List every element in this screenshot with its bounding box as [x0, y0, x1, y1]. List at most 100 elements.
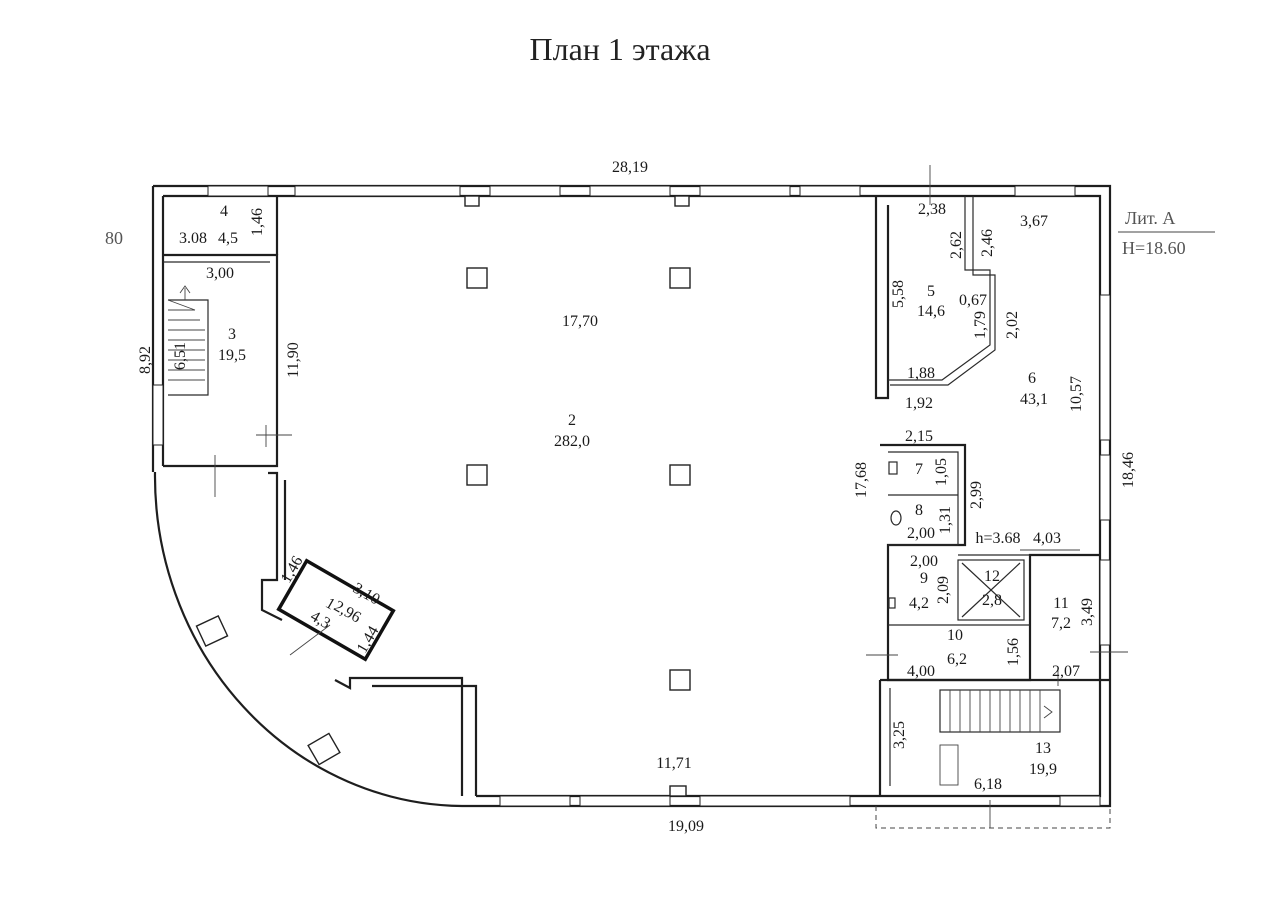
top-windows — [152, 185, 1111, 807]
curved-facade — [153, 471, 463, 808]
room-3-4-block — [163, 196, 292, 497]
dim-r4-h: 1,46 — [249, 208, 266, 236]
plan-title: План 1 этажа — [529, 31, 710, 67]
dim-r11-bottom: 2,07 — [1052, 663, 1080, 680]
dim-r8-h: 1,31 — [937, 506, 954, 534]
dim-r1-b: 3,10 — [350, 580, 383, 609]
height-label: Н=18.60 — [1122, 238, 1186, 258]
room-number: 3 — [228, 326, 236, 343]
column — [669, 785, 687, 797]
hall-walls — [260, 196, 996, 796]
dim-r5-c: 0,67 — [959, 292, 987, 309]
dim-hall-bottom: 11,71 — [656, 755, 691, 772]
room-number: 6 — [1028, 370, 1036, 387]
room-labels: 4 4,5 3 19,5 2 282,0 1 4,3 5 14,6 6 43,1… — [218, 203, 1071, 778]
room-5-wall — [874, 196, 890, 400]
dim-hall-width: 17,70 — [562, 313, 598, 330]
dim-r13-left: 3,25 — [891, 721, 908, 749]
dim-hall-height: 11,90 — [285, 342, 302, 377]
wc-fixtures — [888, 461, 902, 609]
room-area: 2,8 — [982, 592, 1002, 609]
dim-r6-side: 10,57 — [1068, 376, 1085, 412]
column — [669, 669, 691, 691]
dim-r5-bottom-inner: 1,88 — [907, 365, 935, 382]
dim-r78-total: 2,99 — [968, 481, 985, 509]
toilet-icon — [890, 510, 902, 526]
lit-label: Лит. А — [1125, 208, 1175, 228]
dim-r5-a: 2,62 — [948, 231, 965, 259]
room-number: 12 — [984, 568, 1000, 585]
room-1-outline — [276, 558, 396, 662]
dim-r5-e: 2,02 — [1004, 311, 1021, 339]
room-area: 4,2 — [909, 595, 929, 612]
room-1 — [276, 558, 396, 662]
room-area: 6,2 — [947, 651, 967, 668]
dim-r5-top: 2,38 — [918, 201, 946, 218]
dim-r9-h: 2,09 — [935, 576, 952, 604]
column — [195, 615, 229, 647]
room-area: 282,0 — [554, 433, 590, 450]
dim-r6-top: 3,67 — [1020, 213, 1048, 230]
dim-r5-bottom-outer: 1,92 — [905, 395, 933, 412]
sink-icon — [888, 597, 896, 609]
dim-left-overall: 8,92 — [137, 346, 154, 374]
dim-r7-h: 1,05 — [933, 458, 950, 486]
building-label: Лит. А Н=18.60 — [1118, 208, 1215, 258]
column — [466, 464, 488, 486]
dim-r3-w: 3,00 — [206, 265, 234, 282]
room-number: 9 — [920, 570, 928, 587]
hall-west-wall — [260, 471, 283, 621]
dim-r9-w: 2,00 — [910, 553, 938, 570]
column — [466, 267, 488, 289]
dim-h-label: h=3.68 — [975, 530, 1020, 547]
porch-outline — [875, 806, 1111, 829]
room-area: 14,6 — [917, 303, 945, 320]
service-block — [866, 165, 1128, 828]
dim-right-overall: 18,46 — [1120, 452, 1137, 488]
room-number: 7 — [915, 461, 923, 478]
room-area: 19,5 — [218, 347, 246, 364]
columns — [195, 195, 691, 797]
dim-r5-left: 5,58 — [890, 280, 907, 308]
dim-r4-w: 3.08 — [179, 230, 207, 247]
room-number: 5 — [927, 283, 935, 300]
column — [464, 195, 480, 207]
dimension-labels: 28,19 19,09 8,92 18,46 17,68 17,70 11,90… — [137, 159, 1137, 835]
room-area: 7,2 — [1051, 615, 1071, 632]
room-area: 4,5 — [218, 230, 238, 247]
dim-r13-w: 6,18 — [974, 776, 1002, 793]
dim-top-overall: 28,19 — [612, 159, 648, 176]
dim-r3-stair: 6,51 — [172, 342, 189, 370]
dim-r8-w: 2,00 — [907, 525, 935, 542]
dim-r5-b: 2,46 — [979, 229, 996, 257]
hall-south-wall — [334, 676, 464, 796]
room-area: 19,9 — [1029, 761, 1057, 778]
room-number: 11 — [1053, 595, 1068, 612]
column — [307, 732, 341, 766]
inner-wall-line — [163, 194, 1102, 798]
room-number: 13 — [1035, 740, 1051, 757]
stray-mark: 80 — [105, 228, 123, 248]
outer-wall-line — [153, 184, 1112, 808]
stair-3 — [168, 299, 209, 396]
dim-r10-h: 1,56 — [1005, 638, 1022, 666]
room-area: 43,1 — [1020, 391, 1048, 408]
dim-bottom-overall: 19,09 — [668, 818, 704, 835]
dim-r5-d: 1,79 — [972, 311, 989, 339]
dim-r11-h: 3,49 — [1079, 598, 1096, 626]
sink-icon — [888, 461, 898, 475]
room-number: 4 — [220, 203, 228, 220]
dim-r7-w: 2,15 — [905, 428, 933, 445]
room-3-walls — [163, 253, 279, 468]
room-number: 2 — [568, 412, 576, 429]
column — [669, 267, 691, 289]
room-number: 10 — [947, 627, 963, 644]
room-number: 8 — [915, 502, 923, 519]
column — [669, 464, 691, 486]
dim-right-inner: 17,68 — [853, 462, 870, 498]
dim-r11-top: 4,03 — [1033, 530, 1061, 547]
elevator-shaft — [957, 559, 1025, 621]
column — [674, 195, 690, 207]
